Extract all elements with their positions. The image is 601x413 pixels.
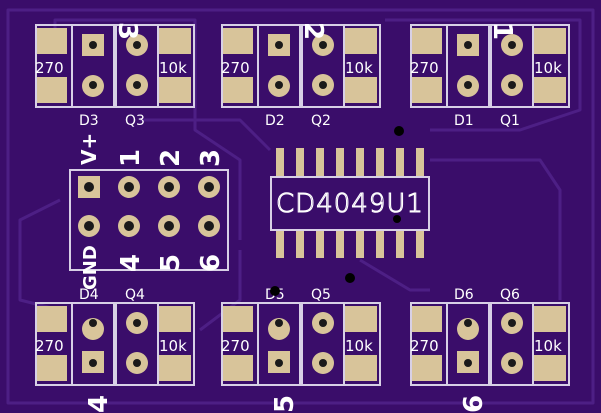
- diode-outline: [257, 24, 301, 108]
- diode-ref: D4: [79, 287, 99, 303]
- diode-pad: [268, 318, 290, 340]
- header-label-gnd: GND: [80, 245, 101, 290]
- header-label-1: 1: [116, 149, 146, 167]
- header-pins: [78, 176, 220, 237]
- header-labels: V+ 1 2 3 GND 4 5 6: [77, 133, 226, 290]
- diode-ref: D3: [79, 113, 99, 129]
- resistor-pad: [35, 355, 67, 381]
- pullup-pad: [159, 355, 191, 381]
- pullup-outline: [532, 302, 570, 386]
- channel-number: 4: [84, 395, 114, 413]
- header-label-6: 6: [196, 254, 226, 272]
- resistor-value: 270: [410, 59, 439, 77]
- transistor-ref: Q6: [500, 287, 520, 303]
- channel-4: 270 10k D4 Q4 4: [35, 287, 195, 413]
- channel-6: 270 10k D6 Q6 6: [410, 287, 570, 413]
- diode-outline: [446, 24, 490, 108]
- channel-5: 27010kD5Q55: [221, 287, 381, 413]
- pullup-pad: [534, 355, 566, 381]
- resistor-value: 270: [35, 337, 64, 355]
- diode-outline: [257, 302, 301, 386]
- diode-ref: D2: [265, 113, 285, 129]
- resistor-pad: [410, 306, 442, 332]
- resistor-value: 270: [35, 59, 64, 77]
- diode-outline: [71, 302, 115, 386]
- resistor-pad: [221, 306, 253, 332]
- pullup-outline: [343, 302, 381, 386]
- pullup-outline: [157, 302, 195, 386]
- pullup-value: 10k: [534, 337, 562, 355]
- resistor-pad: [221, 28, 253, 54]
- header-label-2: 2: [156, 149, 186, 167]
- resistor-pad: [35, 77, 67, 103]
- resistor-pad: [410, 77, 442, 103]
- diode-ref: D6: [454, 287, 474, 303]
- ic-label: CD4049U1: [276, 189, 424, 219]
- header-label-4: 4: [116, 254, 146, 272]
- pullup-pad: [159, 306, 191, 332]
- resistor-value: 270: [221, 59, 250, 77]
- channel-number: 2: [298, 22, 328, 40]
- ic-body-outline: [270, 176, 430, 231]
- header-label-5: 5: [156, 254, 186, 272]
- pullup-pad: [159, 77, 191, 103]
- pullup-pad: [345, 28, 377, 54]
- diode-pad: [82, 318, 104, 340]
- resistor-pad: [410, 28, 442, 54]
- diode-pad: [457, 318, 479, 340]
- transistor-ref: Q1: [500, 113, 520, 129]
- ic-u1: CD4049U1: [270, 148, 430, 258]
- resistor-pad: [221, 355, 253, 381]
- diode-ref: D1: [454, 113, 474, 129]
- pullup-value: 10k: [159, 59, 187, 77]
- channel-number: 3: [112, 22, 142, 40]
- pullup-value: 10k: [345, 337, 373, 355]
- resistor-pad: [35, 306, 67, 332]
- diode-outline: [446, 302, 490, 386]
- pullup-outline: [157, 24, 195, 108]
- resistor-pad: [221, 77, 253, 103]
- pullup-pad: [345, 306, 377, 332]
- pullup-pad: [534, 28, 566, 54]
- ic-top-pins: [276, 148, 424, 176]
- pullup-pad: [159, 28, 191, 54]
- resistor-value: 270: [410, 337, 439, 355]
- header-label-vplus: V+: [77, 133, 101, 165]
- via: [394, 126, 404, 136]
- pullup-outline: [343, 24, 381, 108]
- pullup-value: 10k: [159, 337, 187, 355]
- pullup-pad: [534, 306, 566, 332]
- transistor-ref: Q2: [311, 113, 331, 129]
- pullup-outline: [532, 24, 570, 108]
- channel-number: 1: [487, 22, 517, 40]
- pullup-value: 10k: [534, 59, 562, 77]
- pullup-pad: [345, 355, 377, 381]
- pullup-pad: [345, 77, 377, 103]
- via: [270, 286, 280, 296]
- transistor-ref: Q4: [125, 287, 145, 303]
- diode-outline: [71, 24, 115, 108]
- via: [345, 273, 355, 283]
- pullup-pad: [534, 77, 566, 103]
- via: [393, 215, 401, 223]
- ic-bottom-pins: [276, 230, 424, 258]
- pullup-value: 10k: [345, 59, 373, 77]
- vias: [270, 126, 404, 296]
- transistor-ref: Q5: [311, 287, 331, 303]
- resistor-value: 270: [221, 337, 250, 355]
- header-outline: [69, 169, 229, 271]
- resistor-pad: [35, 28, 67, 54]
- channel-number: 5: [270, 395, 300, 413]
- transistor-ref: Q3: [125, 113, 145, 129]
- channel-number: 6: [459, 395, 489, 413]
- resistor-pad: [410, 355, 442, 381]
- header-label-3: 3: [196, 149, 226, 167]
